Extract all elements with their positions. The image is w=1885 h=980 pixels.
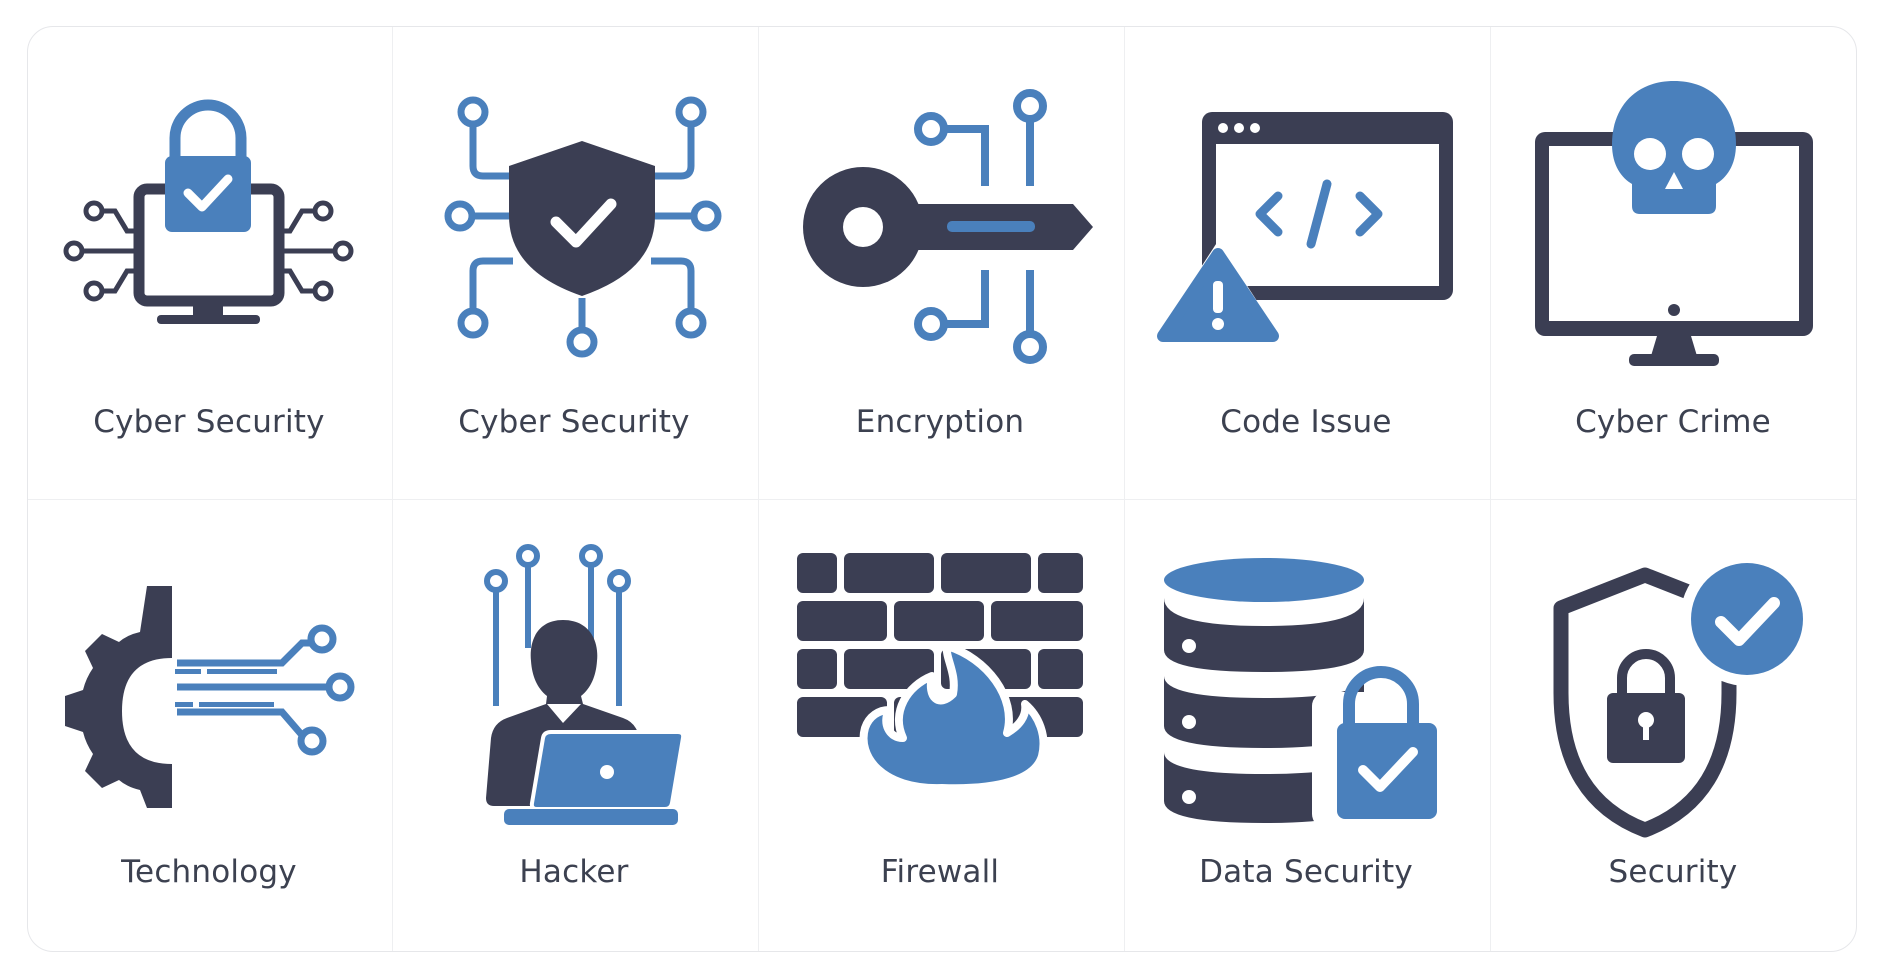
icon-label: Cyber Security — [93, 404, 325, 440]
icon-cell-code-issue: Code Issue — [1123, 26, 1489, 498]
cyber-security-monitor-lock-icon — [63, 99, 354, 324]
technology-gear-circuit-icon — [65, 586, 355, 808]
icon-label: Cyber Security — [458, 404, 690, 440]
grid-divider — [392, 27, 393, 951]
icon-label: Data Security — [1199, 854, 1413, 890]
icon-label: Technology — [121, 854, 297, 890]
grid-divider — [1490, 27, 1491, 951]
hacker-laptop-icon — [484, 544, 686, 825]
grid-divider — [758, 27, 759, 951]
icon-label: Security — [1608, 854, 1738, 890]
grid-divider — [28, 499, 1856, 500]
firewall-brick-fire-icon — [797, 553, 1083, 793]
icon-cell-firewall: Firewall — [757, 498, 1123, 952]
icon-label: Hacker — [519, 854, 629, 890]
icon-label: Firewall — [880, 854, 1000, 890]
grid-divider — [1124, 27, 1125, 951]
security-shield-lock-check-icon — [1553, 552, 1814, 838]
cyber-crime-skull-monitor-icon — [1535, 81, 1813, 366]
icon-cell-cyber-security-2: Cyber Security — [391, 26, 757, 498]
icon-label: Encryption — [855, 404, 1025, 440]
icon-cell-cyber-crime: Cyber Crime — [1489, 26, 1857, 498]
icon-label: Cyber Crime — [1575, 404, 1771, 440]
data-security-database-lock-icon — [1164, 558, 1450, 828]
icon-cell-hacker: Hacker — [391, 498, 757, 952]
icon-cell-cyber-security-1: Cyber Security — [27, 26, 391, 498]
icon-cell-technology: Technology — [27, 498, 391, 952]
encryption-key-icon — [803, 89, 1093, 364]
icon-cell-security: Security — [1489, 498, 1857, 952]
icon-label: Code Issue — [1220, 404, 1392, 440]
icon-cell-data-security: Data Security — [1123, 498, 1489, 952]
code-issue-browser-warning-icon — [1151, 112, 1453, 344]
icon-cell-encryption: Encryption — [757, 26, 1123, 498]
cyber-security-shield-circuit-icon — [444, 96, 722, 358]
